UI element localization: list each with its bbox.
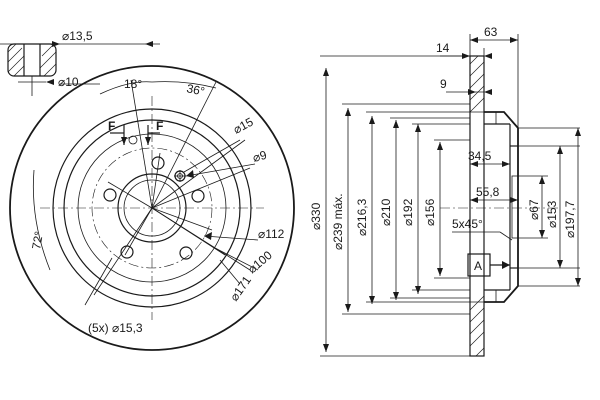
inset-hole-detail xyxy=(7,43,57,96)
dim-55-8-label: 55,8 xyxy=(476,185,500,199)
dia-112-label: ⌀112 xyxy=(258,227,285,241)
dim-34-5-label: 34,5 xyxy=(468,149,492,163)
width-63-label: 63 xyxy=(484,25,498,39)
width-9-label: 9 xyxy=(440,77,447,91)
dia-171-label: ⌀171 xyxy=(227,273,254,304)
dia-15-label: ⌀15 xyxy=(231,114,256,136)
dia-239-label: ⌀239 máx. xyxy=(331,193,345,250)
section-view xyxy=(320,34,581,357)
dia-153-label: ⌀153 xyxy=(545,200,559,228)
friction-ring-section xyxy=(469,55,485,357)
dia-210-label: ⌀210 xyxy=(379,198,393,226)
dia-13-5-label: ⌀13,5 xyxy=(62,29,93,43)
bolt-holes xyxy=(103,156,205,260)
bolt-hole xyxy=(103,188,117,202)
top-small-hole xyxy=(128,135,138,145)
width-14-label: 14 xyxy=(436,41,450,55)
angle-36-label: 36° xyxy=(185,81,206,99)
angle-72-label: 72° xyxy=(29,230,46,251)
angle-18-label: 18° xyxy=(124,77,142,91)
section-f-right-label: F xyxy=(156,119,163,133)
dia-197-7-label: ⌀197,7 xyxy=(563,200,577,238)
dia-100-label: ⌀100 xyxy=(245,248,275,276)
datum-a-label: A xyxy=(474,259,482,273)
disc-outer-edge xyxy=(9,65,295,351)
dia-156-label: ⌀156 xyxy=(423,198,437,226)
holes-label: (5x) ⌀15,3 xyxy=(88,321,143,335)
dia-192-label: ⌀192 xyxy=(401,198,415,226)
threaded-hole xyxy=(174,170,186,182)
bolt-hole xyxy=(179,246,193,260)
dia-216-3-label: ⌀216,3 xyxy=(355,198,369,236)
chamfer-label: 5x45° xyxy=(452,217,483,231)
bolt-hole xyxy=(191,189,205,203)
dia-10-label: ⌀10 xyxy=(58,75,79,89)
dia-67-label: ⌀67 xyxy=(527,199,541,220)
dia-330-label: ⌀330 xyxy=(309,202,323,230)
section-f-left-label: F xyxy=(108,119,115,133)
front-view xyxy=(0,41,295,351)
dia-9-label: ⌀9 xyxy=(251,148,268,165)
